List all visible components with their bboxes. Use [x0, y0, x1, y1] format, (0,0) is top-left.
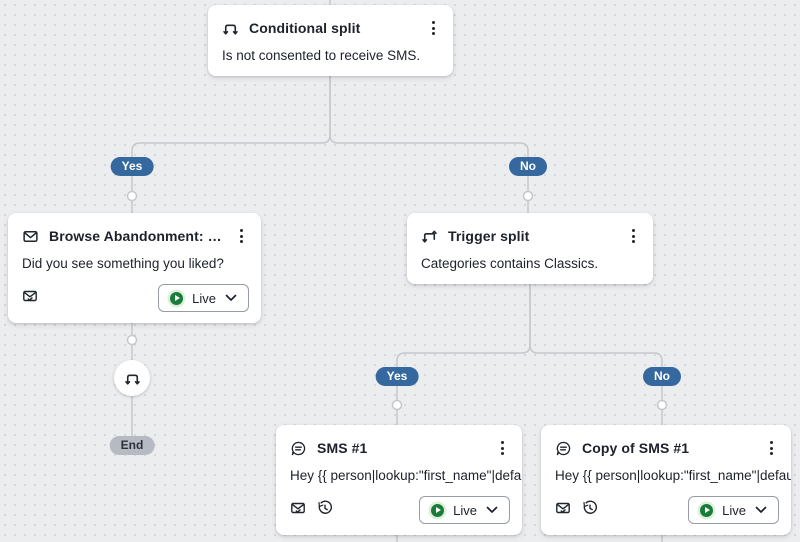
- branch-label-no: No: [509, 157, 547, 176]
- connector-node: [391, 399, 403, 411]
- node-sms-1[interactable]: SMS #1 Hey {{ person|lookup:"first_name"…: [276, 425, 522, 535]
- connector-node: [656, 399, 668, 411]
- kebab-menu-icon[interactable]: [427, 18, 440, 38]
- split-step-button[interactable]: [114, 360, 150, 396]
- chevron-down-icon: [225, 294, 237, 301]
- chat-bubble-icon: [555, 440, 572, 457]
- connector-trigger-yes-branch: [396, 284, 531, 425]
- node-title: Browse Abandonment: Email…: [49, 228, 225, 244]
- node-description: Is not consented to receive SMS.: [222, 48, 421, 63]
- play-circle-icon: [431, 503, 445, 517]
- connector-trigger-no-branch: [529, 284, 663, 425]
- node-title: Trigger split: [448, 228, 530, 244]
- chevron-down-icon: [755, 506, 767, 513]
- envelope-check-icon: [22, 288, 38, 309]
- chat-bubble-icon: [290, 440, 307, 457]
- branch-split-icon: [222, 20, 239, 37]
- node-header: Trigger split: [407, 213, 653, 246]
- connector-no-branch: [329, 73, 529, 213]
- status-dropdown[interactable]: Live: [419, 496, 510, 524]
- node-title: Copy of SMS #1: [582, 440, 690, 456]
- node-copy-of-sms-1[interactable]: Copy of SMS #1 Hey {{ person|lookup:"fir…: [541, 425, 791, 535]
- status-label: Live: [453, 502, 477, 518]
- node-header: SMS #1: [276, 425, 522, 458]
- status-label: Live: [192, 290, 216, 306]
- node-title: Conditional split: [249, 20, 361, 36]
- branch-split-icon: [421, 228, 438, 245]
- kebab-menu-icon[interactable]: [496, 438, 509, 458]
- branch-label-no: No: [643, 367, 681, 386]
- clock-history-icon: [582, 500, 598, 521]
- chevron-down-icon: [486, 506, 498, 513]
- node-footer: Live: [276, 496, 522, 535]
- node-conditional-split[interactable]: Conditional split Is not consented to re…: [208, 5, 453, 76]
- node-description: Hey {{ person|lookup:"first_name"|defaul…: [555, 468, 791, 483]
- node-header: Browse Abandonment: Email…: [8, 213, 261, 246]
- play-circle-icon: [170, 291, 184, 305]
- play-circle-icon: [700, 503, 714, 517]
- node-header: Conditional split: [208, 5, 453, 38]
- node-title: SMS #1: [317, 440, 368, 456]
- node-description: Categories contains Classics.: [421, 256, 599, 271]
- branch-label-yes: Yes: [375, 367, 419, 386]
- end-pill: End: [109, 436, 155, 455]
- status-label: Live: [722, 502, 746, 518]
- connector-node: [522, 190, 534, 202]
- envelope-check-icon: [555, 500, 571, 521]
- node-description: Did you see something you liked?: [22, 256, 224, 271]
- connector-node: [126, 334, 138, 346]
- node-trigger-split[interactable]: Trigger split Categories contains Classi…: [407, 213, 653, 284]
- clock-history-icon: [317, 500, 333, 521]
- kebab-menu-icon[interactable]: [765, 438, 778, 458]
- node-description: Hey {{ person|lookup:"first_name"|defaul…: [290, 468, 522, 483]
- kebab-menu-icon[interactable]: [235, 226, 248, 246]
- branch-split-icon: [124, 374, 140, 385]
- node-header: Copy of SMS #1: [541, 425, 791, 458]
- branch-label-yes: Yes: [110, 157, 154, 176]
- kebab-menu-icon[interactable]: [627, 226, 640, 246]
- status-dropdown[interactable]: Live: [158, 284, 249, 312]
- connector-node: [126, 190, 138, 202]
- envelope-icon: [22, 228, 39, 245]
- connector-yes-branch: [131, 73, 331, 213]
- node-footer: Live: [541, 496, 791, 535]
- envelope-check-icon: [290, 500, 306, 521]
- status-dropdown[interactable]: Live: [688, 496, 779, 524]
- node-browse-abandonment-email[interactable]: Browse Abandonment: Email… Did you see s…: [8, 213, 261, 323]
- node-footer: Live: [8, 284, 261, 323]
